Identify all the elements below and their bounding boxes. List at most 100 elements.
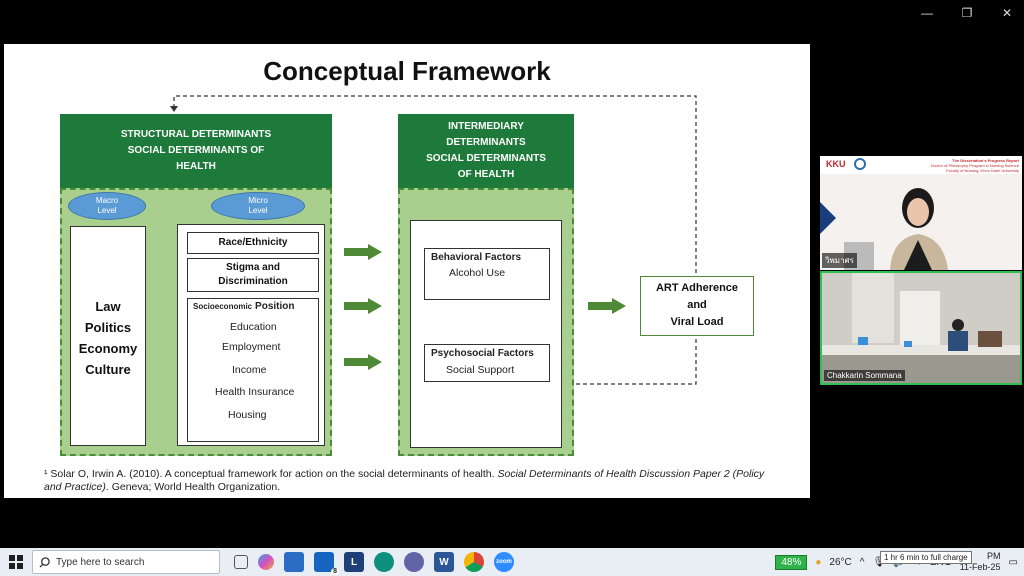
clock-date: 11-Feb-25	[959, 562, 1001, 572]
reference-citation: ¹ Solar O, Irwin A. (2010). A conceptual…	[44, 468, 784, 494]
taskbar: Type here to search 8 L W zoom 48% ● 26°…	[0, 548, 1024, 576]
psychosocial-box	[424, 344, 550, 382]
mic-icon[interactable]: 🎙	[872, 556, 886, 568]
intermediary-header-line-3: SOCIAL DETERMINANTS	[426, 153, 546, 164]
window-controls: — ❐ ✕	[920, 6, 1014, 20]
race-label: Race/Ethnicity	[218, 237, 288, 248]
clock-time: PM	[987, 551, 1001, 561]
macro-item: Law	[95, 299, 121, 314]
stigma-box: Stigma and Discrimination	[187, 258, 319, 292]
macro-item: Economy	[78, 341, 138, 356]
structural-header-line-1: STRUCTURAL DETERMINANTS	[120, 129, 272, 140]
psychosocial-item: Social Support	[446, 364, 515, 376]
weather-icon[interactable]: ●	[815, 556, 822, 568]
arrow-right-icon	[344, 298, 382, 314]
search-placeholder: Type here to search	[56, 556, 145, 568]
presenter-name: วิพมาศร	[822, 253, 857, 268]
intermediary-header-line-1: INTERMEDIARY	[448, 121, 524, 132]
macro-level-oval: Macro Level	[68, 192, 146, 220]
socio-item-health-insurance: Health Insurance	[215, 386, 295, 398]
banner-line: Doctor of Philosophy Program in Nursing …	[931, 163, 1019, 168]
behavioral-title: Behavioral Factors	[431, 252, 522, 263]
edge-icon[interactable]	[374, 552, 394, 572]
screen: — ❐ ✕ Conceptual Framework STRUCTURAL DE…	[4, 6, 1022, 498]
macro-level-line-1: Macro	[95, 196, 119, 205]
macro-item: Culture	[85, 362, 131, 377]
outcome-box	[640, 276, 754, 336]
kku-logo: KKU	[826, 159, 846, 169]
arrow-right-icon	[588, 298, 626, 314]
behavioral-box	[424, 248, 550, 300]
participant-video-presenter[interactable]: KKU The Dissertation's Progress Report D…	[820, 156, 1022, 270]
banner-line: Faculty of Nursing, Khon Kaen University	[946, 168, 1019, 173]
battery-tooltip: 1 hr 6 min to full charge	[880, 551, 972, 564]
room-video-feed	[822, 273, 1020, 383]
socioeconomic-title-big: Position	[255, 301, 295, 312]
chevron-up-icon[interactable]: ^	[859, 556, 865, 568]
socio-item-income: Income	[232, 364, 267, 376]
restore-icon[interactable]: ❐	[961, 6, 973, 20]
micro-level-line-1: Micro	[248, 196, 268, 205]
outcome-line-2: and	[687, 299, 707, 311]
intermediary-header-line-2: DETERMINANTS	[446, 137, 526, 148]
macro-item: Politics	[84, 320, 132, 335]
psychosocial-title: Psychosocial Factors	[431, 348, 534, 359]
weather-temp[interactable]: 26°C	[829, 556, 852, 568]
socioeconomic-box	[187, 298, 319, 442]
socioeconomic-title-small: Socioeconomic	[193, 302, 253, 311]
clock[interactable]: PM 11-Feb-25	[960, 551, 1001, 573]
macro-box	[70, 226, 146, 446]
reference-italic: Social Determinants of Health Discussion…	[44, 468, 765, 493]
shared-slide: Conceptual Framework STRUCTURAL DETERMIN…	[4, 44, 810, 498]
outcome-text: ART Adherence and Viral Load	[640, 280, 754, 331]
minimize-icon[interactable]: —	[921, 6, 933, 20]
chrome-icon[interactable]	[464, 552, 484, 572]
micro-level-oval: Micro Level	[211, 192, 305, 220]
macro-level-line-2: Level	[97, 206, 117, 215]
reference-mark: ¹	[44, 468, 48, 480]
socio-item-employment: Employment	[222, 341, 281, 353]
socio-item-housing: Housing	[228, 409, 267, 421]
race-box: Race/Ethnicity	[187, 232, 319, 254]
structural-header-line-3: HEALTH	[176, 161, 216, 172]
banner-line: The Dissertation's Progress Report	[952, 158, 1019, 163]
task-view-icon[interactable]	[234, 555, 248, 569]
close-icon[interactable]: ✕	[1001, 6, 1013, 20]
notification-icon[interactable]: ▭	[1008, 556, 1018, 568]
outcome-line-1: ART Adherence	[655, 282, 739, 294]
intermediary-header-line-4: OF HEALTH	[457, 169, 515, 180]
word-icon[interactable]: W	[434, 552, 454, 572]
structural-header-line-2: SOCIAL DETERMINANTS OF	[127, 145, 265, 156]
search-icon	[39, 556, 50, 568]
store-icon[interactable]	[284, 552, 304, 572]
windows-start-icon[interactable]	[0, 548, 32, 576]
presenter-banner: The Dissertation's Progress Report Docto…	[931, 158, 1019, 173]
slide-title: Conceptual Framework	[263, 56, 551, 86]
structural-header: STRUCTURAL DETERMINANTS SOCIAL DETERMINA…	[60, 114, 332, 188]
macro-items: Law Politics Economy Culture	[70, 296, 146, 380]
mail-icon[interactable]: 8	[314, 552, 339, 575]
l-app-icon[interactable]: L	[344, 552, 364, 572]
intermediary-header: INTERMEDIARY DETERMINANTS SOCIAL DETERMI…	[398, 114, 574, 188]
battery-indicator[interactable]: 48%	[775, 554, 808, 570]
zoom-icon[interactable]: zoom	[494, 552, 514, 572]
socioeconomic-title: Socioeconomic Position	[193, 300, 295, 312]
micro-level-line-2: Level	[248, 206, 268, 215]
socio-item-education: Education	[230, 321, 277, 333]
stigma-line-1: Stigma and	[226, 262, 280, 273]
reference-plain: Solar O, Irwin A. (2010). A conceptual f…	[47, 468, 498, 480]
teams-icon[interactable]	[404, 552, 424, 572]
mail-badge: 8	[331, 568, 339, 575]
behavioral-item: Alcohol Use	[449, 267, 506, 279]
outcome-line-3: Viral Load	[670, 316, 724, 328]
copilot-icon[interactable]	[258, 554, 274, 570]
participant-name: Chakkarin Sommana	[824, 370, 905, 381]
arrow-right-icon	[344, 354, 382, 370]
stigma-line-2: Discrimination	[218, 276, 288, 287]
participant-video-active[interactable]: Chakkarin Sommana	[820, 271, 1022, 385]
taskbar-search-input[interactable]: Type here to search	[32, 550, 220, 574]
feedback-loop-line	[170, 95, 697, 385]
arrow-right-icon	[344, 244, 382, 260]
reference-tail: . Geneva; World Health Organization.	[105, 481, 281, 493]
university-seal-icon	[854, 158, 866, 170]
